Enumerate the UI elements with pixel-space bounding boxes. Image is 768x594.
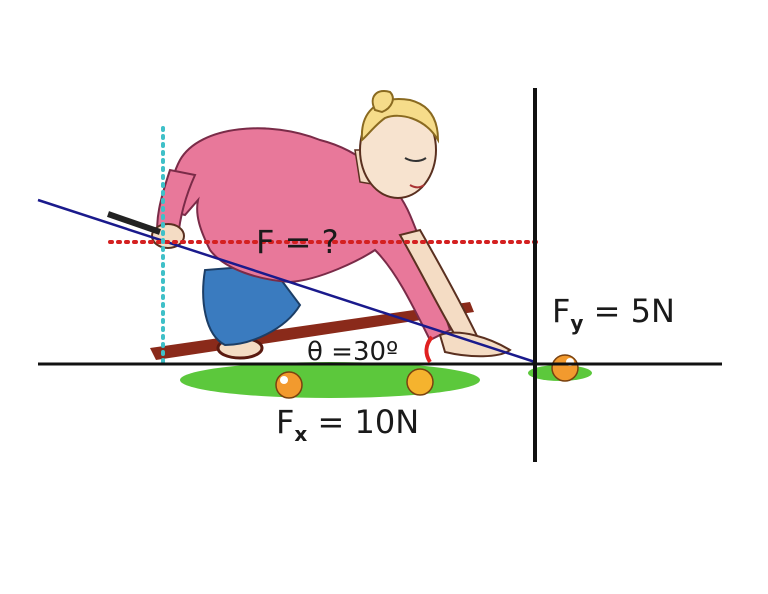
cue-stick-butt [107, 211, 161, 235]
player-eye [404, 157, 427, 162]
ball-1 [275, 371, 303, 399]
label-fy-main: F [552, 292, 570, 330]
player-hair-bun [371, 90, 394, 114]
billiard-balls [275, 354, 579, 399]
label-fx-value: = 10N [307, 403, 419, 441]
ball-1-shine [280, 376, 288, 384]
ball-3 [551, 354, 579, 382]
player-back-hand [151, 223, 185, 249]
player-pants [202, 263, 302, 347]
player-mouth [409, 184, 425, 189]
label-fy: Fy = 5N [552, 292, 675, 335]
player-bridge-hand [438, 331, 512, 358]
angle-arc [424, 335, 434, 364]
label-angle: θ =30º [307, 337, 398, 367]
label-fx: Fx = 10N [276, 403, 419, 446]
label-fy-sub: y [570, 311, 583, 335]
ball-2 [406, 368, 434, 396]
label-fx-sub: x [294, 422, 307, 446]
label-force: F = ? [256, 223, 339, 261]
label-fy-value: = 5N [583, 292, 674, 330]
label-fx-main: F [276, 403, 294, 441]
table-felt [180, 362, 480, 398]
cue-force-line [37, 198, 536, 364]
